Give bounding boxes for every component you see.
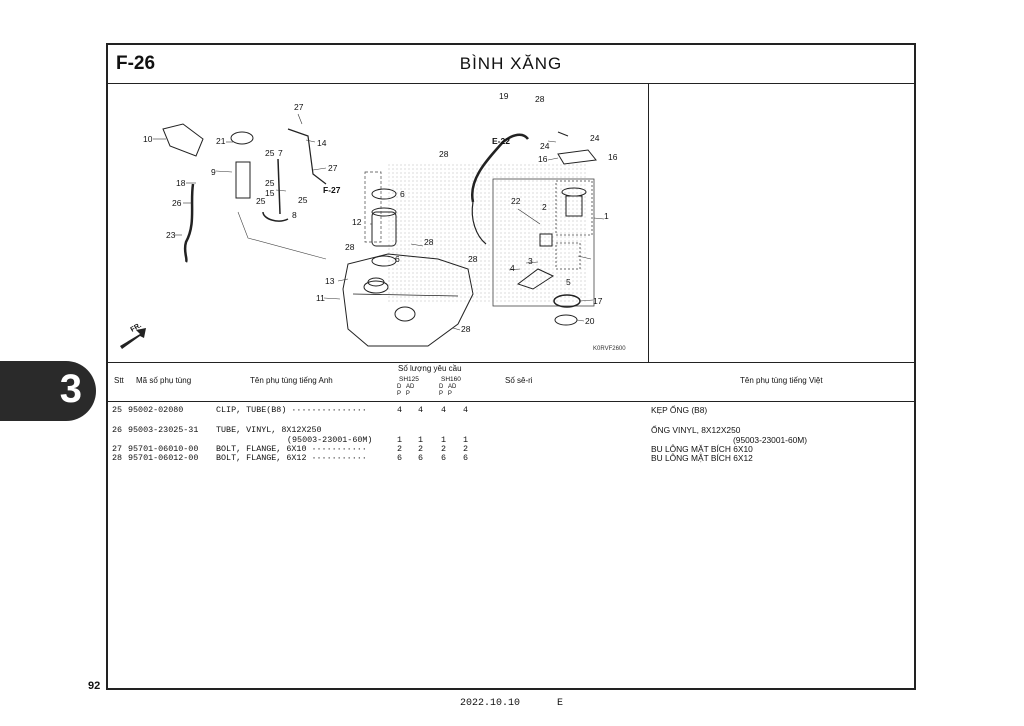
figure-number: F-26 (116, 53, 156, 74)
callout-21: 21 (216, 136, 226, 146)
callout-25d: 25 (256, 196, 266, 206)
header-variant-3: D AD (439, 384, 457, 390)
callout-25b: 25 (265, 178, 275, 188)
callout-fr: FR. (130, 322, 143, 334)
callout-24: 24 (590, 133, 600, 143)
section-tab[interactable]: 3 (0, 361, 96, 421)
header-variant-4: P P (439, 391, 452, 397)
callout-8: 8 (292, 210, 297, 220)
parts-page-frame: F-26 BÌNH XĂNG (106, 43, 916, 690)
header-variant-2: P P (397, 391, 410, 397)
callout-28c: 28 (424, 237, 434, 247)
callout-28b: 28 (439, 149, 449, 159)
callout-10: 10 (143, 134, 153, 144)
footer-date: 2022.10.10 (460, 698, 521, 709)
callout-2: 2 (542, 202, 547, 212)
header-name-vn: Tên phụ tùng tiếng Việt (740, 376, 823, 385)
callout-28e: 28 (468, 254, 478, 264)
header-variant-1: D AD (397, 384, 415, 390)
callout-25c: 25 (298, 195, 308, 205)
table-header: Stt Mã số phụ tùng Tên phụ tùng tiếng An… (108, 362, 914, 402)
page-number: 92 (88, 680, 101, 692)
callout-7: 7 (278, 148, 283, 158)
callout-28: 28 (535, 94, 545, 104)
callout-20: 20 (585, 316, 595, 326)
header-name-en: Tên phụ tùng tiếng Anh (250, 376, 333, 385)
section-tab-number: 3 (59, 367, 82, 411)
callout-28d: 28 (345, 242, 355, 252)
callout-17: 17 (593, 296, 603, 306)
callout-11: 11 (316, 293, 325, 303)
callout-4: 4 (510, 263, 515, 273)
header-model-sh160: SH160 (441, 376, 461, 383)
callout-16b: 16 (608, 152, 618, 162)
footer-edition: E (557, 698, 564, 709)
diagram-drawing: 27 10 21 14 25 7 9 27 18 25 15 25 F-27 2… (120, 91, 618, 349)
header-stt: Stt (114, 376, 124, 385)
callout-18: 18 (176, 178, 186, 188)
callout-6b: 6 (395, 254, 400, 264)
callout-28f: 28 (461, 324, 471, 334)
callout-23: 23 (166, 230, 176, 240)
callout-e22: E-22 (492, 136, 510, 146)
callout-f27: F-27 (323, 185, 341, 195)
callout-3: 3 (528, 256, 533, 266)
callout-15: 15 (265, 188, 275, 198)
callout-27b: 27 (328, 163, 338, 173)
callout-24b: 24 (540, 141, 550, 151)
callout-6: 6 (400, 189, 405, 199)
callout-26: 26 (172, 198, 182, 208)
callout-5: 5 (566, 277, 571, 287)
callout-22: 22 (511, 196, 521, 206)
callout-1: 1 (604, 211, 609, 221)
header-serial: Số sê-ri (505, 376, 533, 385)
exploded-parts-diagram: 27 10 21 14 25 7 9 27 18 25 15 25 F-27 2… (108, 84, 649, 362)
header-model-sh125: SH125 (399, 376, 419, 383)
header-part-no: Mã số phụ tùng (136, 376, 192, 385)
callout-13: 13 (325, 276, 335, 286)
callout-12: 12 (352, 217, 362, 227)
callout-9: 9 (211, 167, 216, 177)
callout-16: 16 (538, 154, 548, 164)
callout-27: 27 (294, 102, 304, 112)
callout-14: 14 (317, 138, 327, 148)
diagram-code: K0RVF2600 (593, 346, 626, 352)
callout-19: 19 (499, 91, 509, 101)
header-qty: Số lượng yêu cầu (398, 364, 462, 373)
figure-title: BÌNH XĂNG (459, 54, 563, 73)
callout-25: 25 (265, 148, 275, 158)
figure-header: F-26 BÌNH XĂNG (108, 45, 914, 84)
